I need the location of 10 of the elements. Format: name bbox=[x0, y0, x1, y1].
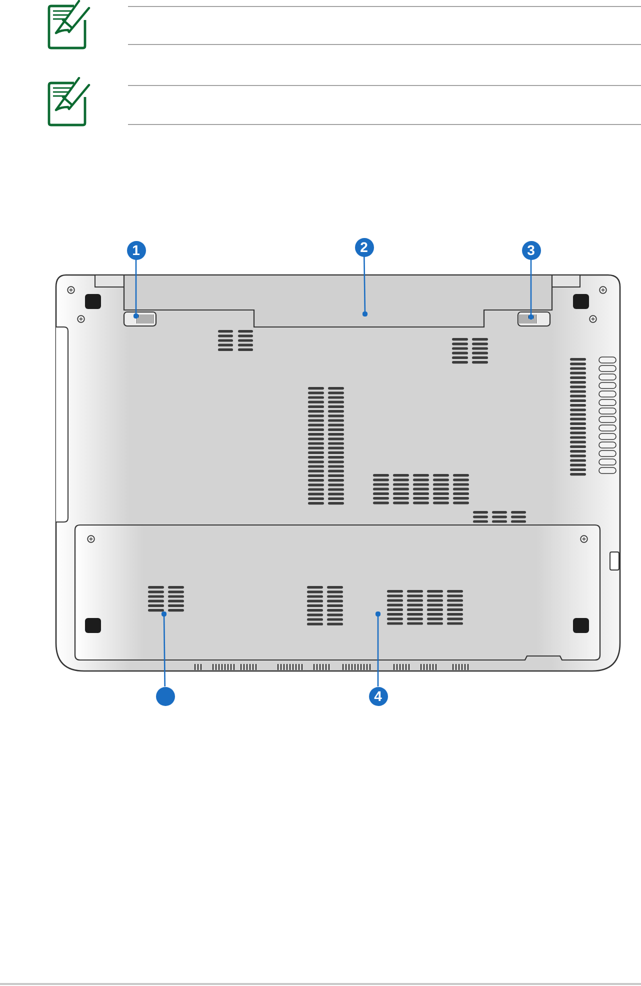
callout-number: 4 bbox=[368, 686, 388, 706]
callout-number: 2 bbox=[354, 238, 374, 256]
leader-line bbox=[161, 611, 167, 686]
leader-line bbox=[528, 260, 534, 320]
leader-line bbox=[362, 256, 368, 317]
callout-number: 1 bbox=[126, 240, 146, 260]
leader-line bbox=[133, 260, 139, 319]
leader-line bbox=[375, 611, 381, 686]
callout-number: 3 bbox=[522, 240, 540, 260]
blank-callout-marker bbox=[156, 686, 174, 706]
